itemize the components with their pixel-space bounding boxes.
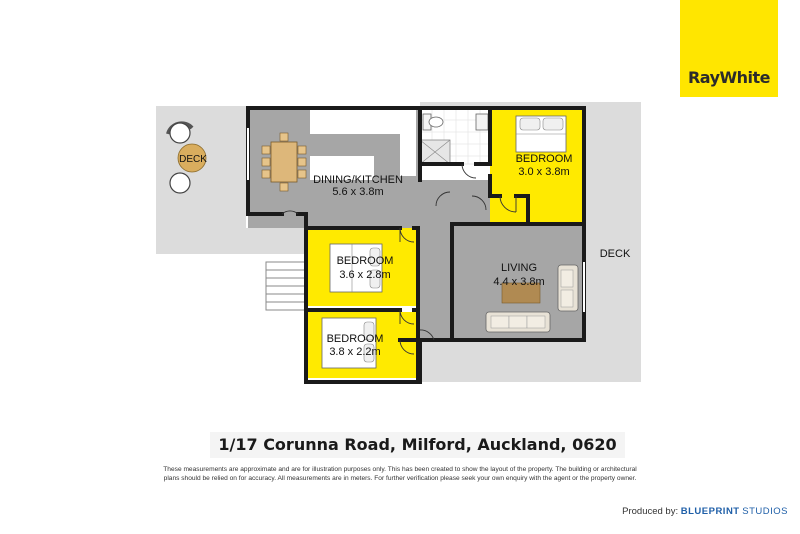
- entry-steps: [265, 261, 307, 311]
- rug-icon: [501, 282, 541, 304]
- sofa-icon: [485, 311, 551, 333]
- deck-left-lower: [246, 228, 308, 254]
- room-name-living: LIVING: [501, 262, 537, 274]
- deck-top-strip: [420, 102, 583, 108]
- dining-table-icon: [261, 132, 307, 192]
- credit-company-bold: BLUEPRINT: [680, 506, 740, 517]
- disclaimer-line-1: These measurements are approximate and a…: [163, 466, 637, 473]
- kitchen-island: [310, 156, 374, 180]
- bed-icon: [321, 317, 377, 369]
- credit-company-rest: STUDIOS: [742, 506, 788, 517]
- kitchen-bench-top: [310, 110, 416, 134]
- room-size-bedroom-2: 3.6 x 2.8m: [339, 269, 390, 281]
- deck-left-label: DECK: [179, 154, 207, 165]
- produced-by-credit: Produced by: BLUEPRINT STUDIOS: [622, 506, 788, 517]
- door-swings: [281, 163, 517, 355]
- raywhite-logo: RayWhite: [680, 0, 778, 97]
- room-name-dining: DINING/KITCHEN: [313, 174, 403, 186]
- disclaimer-line-2: plans should be relied on for accuracy. …: [163, 475, 637, 482]
- armchair-icon: [557, 264, 579, 312]
- bed-icon: [515, 115, 567, 153]
- deck-right-label: DECK: [600, 248, 631, 260]
- disclaimer: These measurements are approximate and a…: [150, 465, 650, 483]
- room-size-bedroom-3: 3.8 x 2.2m: [329, 346, 380, 358]
- room-name-bedroom-2: BEDROOM: [337, 255, 394, 267]
- deck-table-icon: [166, 121, 207, 194]
- toilet-icon: [422, 113, 444, 131]
- room-size-living: 4.4 x 3.8m: [493, 276, 544, 288]
- kitchen-bench-side: [400, 130, 416, 176]
- room-name-bedroom-3: BEDROOM: [327, 333, 384, 345]
- credit-prefix: Produced by:: [622, 506, 679, 517]
- windows: [247, 128, 585, 312]
- deck-right: [583, 102, 641, 382]
- property-address: 1/17 Corunna Road, Milford, Auckland, 06…: [218, 435, 617, 454]
- room-size-dining: 5.6 x 3.8m: [332, 186, 383, 198]
- room-size-bedroom-1: 3.0 x 3.8m: [518, 166, 569, 178]
- room-name-bedroom-1: BEDROOM: [516, 153, 573, 165]
- basin-icon: [475, 113, 489, 131]
- bedroom-1-closet: [490, 164, 528, 194]
- deck-bottom: [420, 340, 641, 382]
- bed-icon: [329, 243, 383, 293]
- shower-icon: [419, 139, 451, 165]
- address-bar: 1/17 Corunna Road, Milford, Auckland, 06…: [210, 432, 625, 458]
- brand-name: RayWhite: [687, 68, 771, 87]
